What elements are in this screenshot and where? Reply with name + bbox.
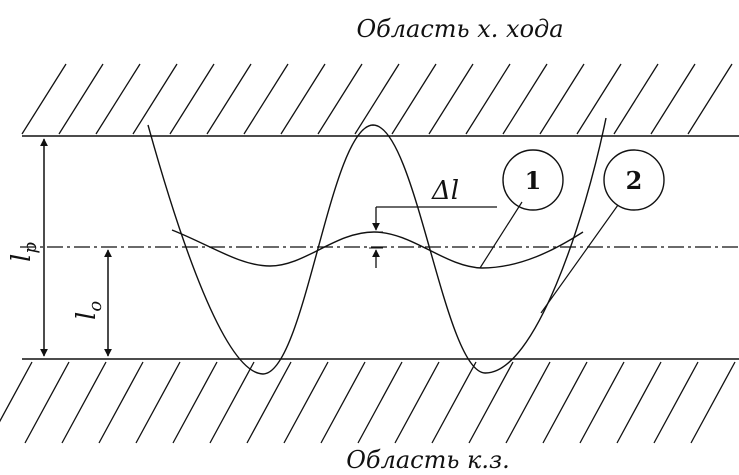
lo-label-sub: o xyxy=(85,301,106,312)
bottom-hatch-stroke xyxy=(357,361,403,444)
top-hatch-stroke xyxy=(687,63,733,135)
lo-label-main: l xyxy=(72,312,102,320)
bottom-hatch-stroke xyxy=(542,361,588,444)
top-hatch-stroke xyxy=(206,63,252,135)
top-hatch-stroke xyxy=(280,63,326,135)
bottom-hatch-stroke xyxy=(505,361,551,444)
bottom-hatch-stroke xyxy=(172,361,218,444)
top-hatch-stroke xyxy=(502,63,548,135)
bottom-hatch-stroke xyxy=(209,361,255,444)
svg-text:lp: lp xyxy=(7,242,41,262)
top-hatch-stroke xyxy=(354,63,400,135)
lp-label: lp xyxy=(7,242,41,262)
bottom-hatch-stroke xyxy=(616,361,662,444)
delta-l-label: Δl xyxy=(431,176,459,206)
lo-label: lo xyxy=(72,301,106,320)
curve-2 xyxy=(147,117,607,375)
callout-1-circle xyxy=(502,149,564,211)
top-region-label: Область х. хода xyxy=(356,15,563,43)
callout-2-circle xyxy=(603,149,665,211)
top-hatch-stroke xyxy=(169,63,215,135)
bottom-hatching xyxy=(0,361,736,444)
bottom-hatch-stroke xyxy=(0,361,33,423)
bottom-hatch-stroke xyxy=(246,361,292,444)
top-hatch-stroke xyxy=(95,63,141,135)
top-hatch-stroke xyxy=(650,63,696,135)
bottom-hatch-stroke xyxy=(61,361,107,444)
bottom-hatch-stroke xyxy=(98,361,144,444)
lp-label-sub: p xyxy=(20,242,41,254)
bottom-hatch-stroke xyxy=(431,361,477,444)
bottom-hatch-stroke xyxy=(468,361,514,444)
bottom-hatch-stroke xyxy=(394,361,440,444)
bottom-hatch-stroke xyxy=(283,361,329,444)
top-hatch-stroke xyxy=(58,63,104,135)
bottom-hatch-stroke xyxy=(653,361,699,444)
callout-1-number: 1 xyxy=(525,166,542,195)
bottom-hatch-stroke xyxy=(320,361,366,444)
callout-2-leader xyxy=(540,204,619,314)
bottom-hatch-stroke xyxy=(135,361,181,444)
top-hatch-stroke xyxy=(391,63,437,135)
top-hatch-stroke xyxy=(613,63,659,135)
top-hatch-stroke xyxy=(243,63,289,135)
top-hatch-stroke xyxy=(576,63,622,135)
top-hatch-stroke xyxy=(539,63,585,135)
callout-1-leader xyxy=(479,201,523,269)
top-hatch-stroke xyxy=(132,63,178,135)
top-hatch-stroke xyxy=(21,63,67,135)
bottom-region-label: Область к.з. xyxy=(346,446,510,474)
bottom-hatch-stroke xyxy=(24,361,70,444)
svg-text:lo: lo xyxy=(72,301,106,320)
curve-1 xyxy=(171,229,584,269)
bottom-hatch-stroke xyxy=(579,361,625,444)
callout-2-number: 2 xyxy=(626,166,643,195)
top-hatch-stroke xyxy=(465,63,511,135)
top-hatch-stroke xyxy=(428,63,474,135)
top-hatching xyxy=(21,63,733,135)
top-hatch-stroke xyxy=(317,63,363,135)
lp-label-main: l xyxy=(7,254,37,262)
bottom-hatch-stroke xyxy=(690,361,736,444)
